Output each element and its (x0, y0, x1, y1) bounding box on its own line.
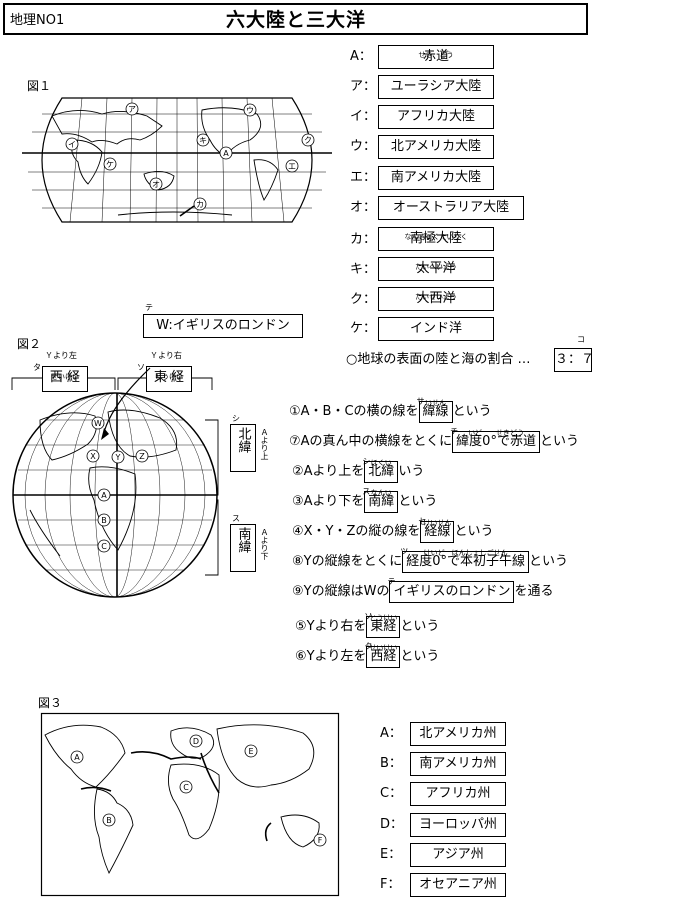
statement-row: ⑧Yの縦線をとくにツけいど ほんしょしごせん経度0°で本初子午線という (292, 547, 568, 574)
fig3-label: 図３ (38, 696, 63, 710)
answer-australia: オーストラリア大陸 (378, 196, 524, 220)
answer-antarctica: なんきょくたいりく南極大陸 (378, 227, 494, 251)
fig1-label: 図１ (27, 79, 52, 93)
south-latitude-box: 南緯 (230, 524, 256, 572)
answer-equator: せき どう 赤道 (378, 45, 494, 69)
west-caption: Ｙより左 (45, 351, 77, 360)
fig3-answer-key: E： (380, 847, 402, 862)
answer-key: ケ： (350, 321, 377, 336)
worksheet-number: 地理NO1 (10, 13, 65, 28)
west-letter: タ (33, 363, 41, 372)
globe-marker: C (101, 542, 107, 551)
statement-row: ④X・Y・Zの縦の線をセけいせん経線という (292, 517, 493, 544)
fig3-marker: A (74, 753, 80, 762)
answer-key-a: A： (350, 49, 372, 64)
answer-atlantic: たいせいよう大西洋 (378, 287, 494, 311)
answer-indian: インド洋 (378, 317, 494, 341)
callout-london: W:イギリスのロンドン (143, 314, 303, 338)
answer-key: ウ： (350, 139, 377, 154)
fig3-marker: C (183, 783, 189, 792)
fig3-marker: D (193, 737, 199, 746)
east-letter: ソ (137, 363, 145, 372)
answer-key: エ： (350, 170, 377, 185)
ratio-value: ３：７ (554, 348, 594, 372)
answer-south-america: 南アメリカ大陸 (378, 166, 494, 190)
globe-marker: B (101, 516, 107, 525)
answer-asia-region: アジア州 (410, 843, 506, 867)
statement-row: ③Aより下をスなんい南緯という (292, 487, 437, 514)
globe-marker: Z (139, 452, 145, 461)
west-longitude-box: せいけい西 経 (42, 366, 88, 392)
north-latitude-box: 北緯 (230, 424, 256, 472)
answer-key: ク： (350, 292, 377, 307)
answer-south-america-region: 南アメリカ州 (410, 752, 506, 776)
statement-row: ⑤Yより右をソとうけい東経という (295, 612, 439, 639)
answer-key: キ： (350, 262, 377, 277)
header-frame (3, 3, 588, 35)
east-longitude-box: とうけい東 経 (146, 366, 192, 392)
ratio-label: ○地球の表面の陸と海の割合 … (346, 352, 531, 367)
fig3-answer-key: C： (380, 786, 403, 801)
globe-marker: Y (115, 453, 121, 462)
fig2-label: 図２ (17, 337, 42, 351)
answer-africa: アフリカ大陸 (378, 105, 494, 129)
answer-europe-region: ヨーロッパ州 (410, 813, 506, 837)
answer-key: オ： (350, 200, 377, 215)
fig3-answer-key: B： (380, 756, 402, 771)
statement-row: ②Aより上をシほくい北緯いう (292, 457, 424, 484)
fig3-answer-key: F： (380, 877, 401, 892)
fig1-world-map: ア イ ウ エ オ カ キ ク A ケ (22, 97, 332, 223)
fig1-marker: エ (288, 162, 296, 171)
answer-eurasia: ユーラシア大陸 (378, 75, 494, 99)
south-letter: ス (232, 514, 240, 523)
fig2-globe: W X Y Z A B C (11, 367, 219, 598)
answer-pacific: たいへいよう太平洋 (378, 257, 494, 281)
statement-row: ⑨Yの縦線はWのテイギリスのロンドンを通る (292, 577, 553, 604)
fig3-answer-key: D： (380, 817, 404, 832)
fig3-marker: F (318, 836, 323, 845)
fig1-marker: カ (196, 200, 204, 209)
fig1-marker: A (223, 149, 229, 158)
south-side: Ａより下 (260, 528, 269, 560)
fig1-marker: オ (152, 180, 160, 189)
answer-key: ア： (350, 79, 377, 94)
fig1-marker: ウ (246, 106, 254, 115)
statement-row: ⑦Aの真ん中の横線をとくにチいど せきどう緯度0°で赤道という (289, 427, 579, 454)
north-side: Ａより上 (260, 428, 269, 460)
globe-marker: X (90, 452, 96, 461)
fig1-marker: ア (128, 105, 136, 114)
answer-key: カ： (350, 232, 377, 247)
statement-row: ⑥Yより左をタせいけい西経という (295, 642, 439, 669)
svg-text:ケ: ケ (106, 160, 114, 169)
callout-letter: テ (145, 303, 153, 312)
answer-oceania-region: オセアニア州 (410, 873, 506, 897)
answer-north-america: 北アメリカ大陸 (378, 135, 494, 159)
globe-marker: A (101, 491, 107, 500)
fig3-answer-key: A： (380, 726, 402, 741)
east-caption: Ｙより右 (150, 351, 182, 360)
fig3-marker: B (106, 816, 112, 825)
page-title: 六大陸と三大洋 (226, 9, 367, 31)
ratio-letter: コ (577, 335, 585, 344)
fig1-marker: キ (199, 136, 207, 145)
answer-africa-region: アフリカ州 (410, 782, 506, 806)
fig3-world-map: A B C D E F (40, 712, 340, 897)
statement-row: ①A・B・Cの横の線をサいせん緯線という (289, 397, 492, 424)
fig1-marker: イ (68, 140, 76, 149)
globe-marker: W (94, 419, 102, 428)
answer-key: イ： (350, 109, 377, 124)
fig3-marker: E (248, 747, 253, 756)
fig1-marker: ク (304, 136, 312, 145)
north-letter: シ (232, 414, 240, 423)
answer-north-america-region: 北アメリカ州 (410, 722, 506, 746)
